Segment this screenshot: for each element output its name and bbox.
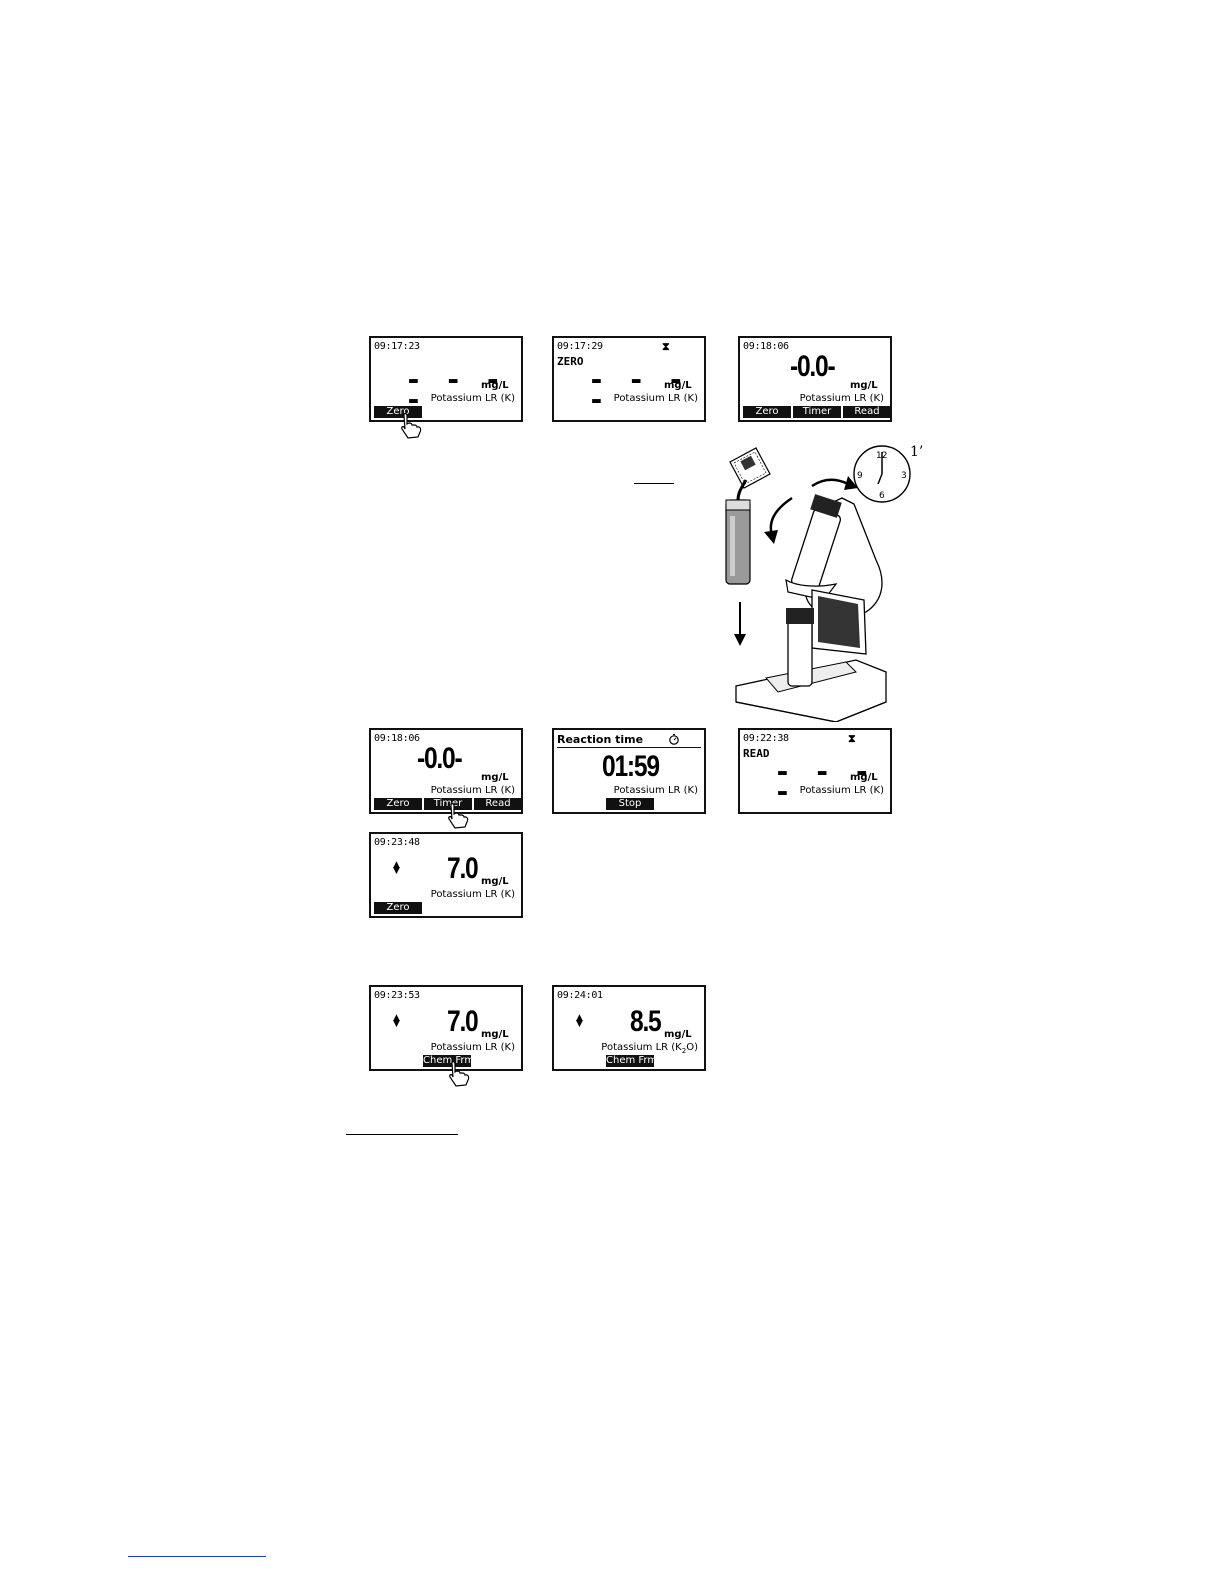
timer-softkey[interactable]: Timer	[424, 798, 472, 810]
stop-softkey[interactable]: Stop	[606, 798, 654, 810]
time-readout: 09:22:38	[743, 733, 789, 744]
underline-mark	[634, 483, 674, 484]
softkey-bar: Chem Frm	[423, 1055, 475, 1067]
chem-frm-softkey[interactable]: Chem Frm	[606, 1055, 658, 1067]
unit-label: mg/L	[850, 772, 878, 783]
parameter-label: Potassium LR (K)	[430, 889, 515, 900]
time-readout: 09:24:01	[557, 990, 603, 1001]
lcd-screen-1: 09:17:23 - - - - mg/L Potassium LR (K) Z…	[369, 336, 523, 422]
time-readout: 09:18:06	[743, 341, 789, 352]
clock-icon: 12 3 6 9	[853, 445, 911, 503]
lcd-screen-2: 09:17:29 ⧗ ZERO - - - - mg/L Potassium L…	[552, 336, 706, 422]
softkey-bar: Zero Timer Read	[743, 406, 890, 418]
softkey-bar: Stop	[606, 798, 654, 810]
parameter-label: Potassium LR (K)	[430, 1042, 515, 1053]
clock-number-12: 12	[876, 451, 887, 461]
time-readout: 09:23:48	[374, 837, 420, 848]
parameter-label: Potassium LR (K)	[799, 393, 884, 404]
pointing-hand-icon	[449, 1061, 470, 1087]
title-divider	[557, 747, 701, 748]
softkey-bar: Zero	[374, 406, 422, 418]
read-softkey[interactable]: Read	[474, 798, 521, 810]
measurement-value: -0.0-	[417, 742, 463, 775]
dash-readout: - - - -	[774, 755, 874, 808]
zero-softkey[interactable]: Zero	[743, 406, 791, 418]
lcd-screen-5: Reaction time 01:59 Potassium LR (K) Sto…	[552, 728, 706, 814]
measurement-value: -0.0-	[790, 350, 836, 383]
unit-label: mg/L	[664, 1029, 692, 1040]
lcd-screen-7: 09:23:48 ▲▼ 7.0 mg/L Potassium LR (K) Ze…	[369, 832, 523, 918]
countdown-value: 01:59	[602, 750, 660, 783]
unit-label: mg/L	[481, 1029, 509, 1040]
parameter-subscript: 2	[681, 1047, 687, 1055]
measurement-value: 7.0	[447, 852, 479, 885]
meter-cell-icon	[735, 589, 887, 722]
lcd-screen-8: 09:23:53 ▲▼ 7.0 mg/L Potassium LR (K) Ch…	[369, 985, 523, 1071]
unit-label: mg/L	[664, 380, 692, 391]
parameter-label-pre: Potassium LR (K	[601, 1042, 682, 1053]
unit-label: mg/L	[481, 772, 509, 783]
clock-number-3: 3	[901, 471, 907, 481]
time-readout: 09:17:23	[374, 341, 420, 352]
time-readout: 09:17:29	[557, 341, 603, 352]
pointing-hand-icon	[448, 803, 469, 829]
parameter-label: Potassium LR (K)	[613, 785, 698, 796]
read-softkey[interactable]: Read	[843, 406, 890, 418]
parameter-label: Potassium LR (K)	[613, 393, 698, 404]
footer-link-underline	[128, 1556, 266, 1557]
up-down-arrows-icon: ▲▼	[576, 1013, 583, 1029]
up-down-arrows-icon: ▲▼	[393, 1013, 400, 1029]
parameter-label: Potassium LR (K)	[430, 393, 515, 404]
status-label: READ	[743, 747, 770, 760]
dash-readout: - - - -	[588, 363, 688, 416]
reagent-packet-icon	[729, 447, 771, 489]
unit-label: mg/L	[850, 380, 878, 391]
clock-number-6: 6	[879, 491, 885, 501]
measurement-value: 7.0	[447, 1005, 479, 1038]
softkey-bar: Zero Timer Read	[374, 798, 521, 810]
unit-label: mg/L	[481, 876, 509, 887]
parameter-label: Potassium LR (K)	[430, 785, 515, 796]
up-down-arrows-icon: ▲▼	[393, 860, 400, 876]
time-readout: 09:23:53	[374, 990, 420, 1001]
hourglass-icon: ⧗	[662, 340, 670, 353]
zero-softkey[interactable]: Zero	[374, 406, 422, 418]
unit-label: mg/L	[481, 380, 509, 391]
chem-frm-softkey[interactable]: Chem Frm	[423, 1055, 475, 1067]
reagent-procedure-illustration: 12 3 6 9 1’	[725, 444, 923, 722]
section-underline	[346, 1134, 458, 1135]
softkey-bar: Chem Frm	[606, 1055, 658, 1067]
lcd-screen-9: 09:24:01 ▲▼ 8.5 mg/L Potassium LR (K2O) …	[552, 985, 706, 1071]
reaction-time-title: Reaction time	[557, 733, 644, 746]
timer-duration-label: 1’	[910, 444, 923, 460]
time-readout: 09:18:06	[374, 733, 420, 744]
pointing-hand-icon	[401, 413, 422, 439]
stopwatch-icon	[669, 733, 679, 745]
timer-softkey[interactable]: Timer	[793, 406, 841, 418]
measurement-value: 8.5	[630, 1005, 662, 1038]
vial-icon	[725, 499, 751, 585]
zero-softkey[interactable]: Zero	[374, 798, 422, 810]
parameter-label: Potassium LR (K2O)	[601, 1042, 698, 1055]
lcd-screen-6: 09:22:38 ⧗ READ - - - - mg/L Potassium L…	[738, 728, 892, 814]
parameter-label: Potassium LR (K)	[799, 785, 884, 796]
zero-softkey[interactable]: Zero	[374, 902, 422, 914]
lcd-screen-4: 09:18:06 -0.0- mg/L Potassium LR (K) Zer…	[369, 728, 523, 814]
hourglass-icon: ⧗	[848, 732, 856, 745]
clock-number-9: 9	[857, 471, 863, 481]
softkey-bar: Zero	[374, 902, 422, 914]
lcd-screen-3: 09:18:06 -0.0- mg/L Potassium LR (K) Zer…	[738, 336, 892, 422]
parameter-label-post: O)	[686, 1042, 698, 1053]
status-label: ZERO	[557, 355, 584, 368]
